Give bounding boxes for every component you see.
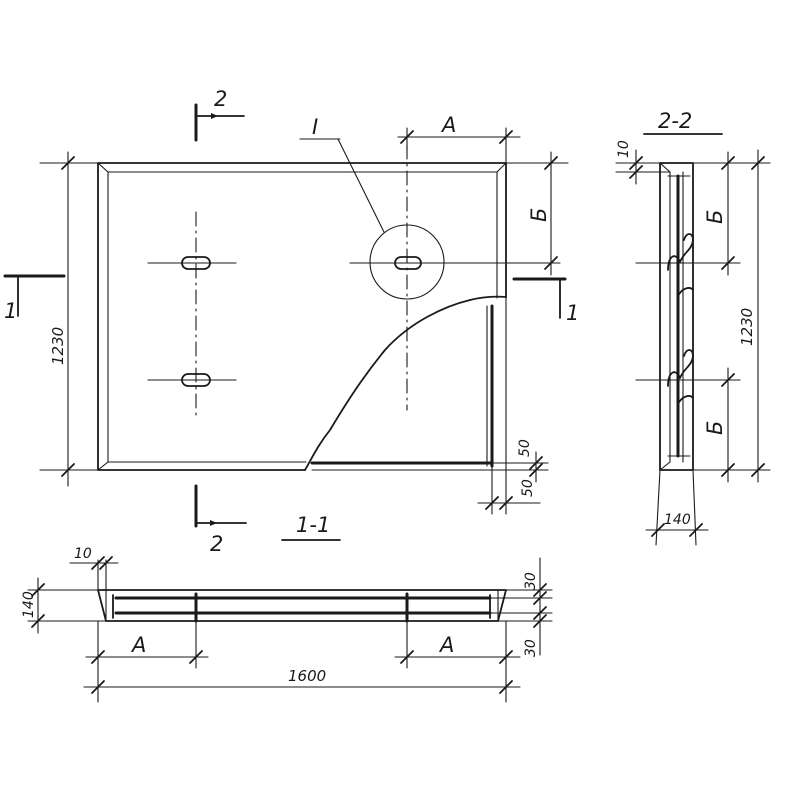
cut-2-top-label: 2 [214, 87, 227, 111]
side-140-dim: 140 [664, 512, 691, 528]
side-B-lower-dim: Б [703, 421, 727, 435]
plan-height-dim: 1230 [49, 327, 67, 365]
plan-B-dim: Б [527, 208, 551, 222]
plan-50-vertical-dim: 50 [517, 439, 533, 457]
plan-A-dim: A [440, 113, 456, 137]
lifting-loop-upper [667, 233, 694, 271]
plan-view: I [97, 115, 561, 471]
sec-1600-dim: 1600 [288, 667, 326, 685]
side-B-upper-dim: Б [703, 210, 727, 224]
section-outline [97, 589, 507, 622]
sec-A-right-dim: A [438, 633, 454, 657]
section-2-2-title: 2-2 [658, 109, 692, 133]
cut-2-bottom-label: 2 [210, 532, 223, 556]
detail-I-circle [369, 224, 445, 300]
section-mark-2: 2 2 [194, 87, 247, 556]
sec-30-bottom-dim: 30 [523, 639, 539, 657]
plan-inner-border [107, 171, 498, 463]
section-1-1-title: 1-1 [296, 513, 330, 537]
sec-10-dim: 10 [74, 546, 92, 562]
plan-50-horizontal-dim: 50 [520, 479, 536, 497]
cut-1-right-label: 1 [566, 301, 579, 325]
side-1230-dim: 1230 [738, 308, 756, 346]
cut-1-left-label: 1 [4, 299, 17, 323]
sec-A-left-dim: A [130, 633, 146, 657]
lifting-slot-lower-left [181, 373, 211, 387]
sec-30-top-dim: 30 [523, 572, 539, 590]
side-10-dim: 10 [616, 140, 632, 158]
lifting-loop-lower [667, 349, 694, 387]
plan-dimensions: 1230 A Б 50 50 [39, 113, 569, 515]
plan-outline [97, 162, 507, 471]
detail-I-label: I [312, 115, 318, 139]
section-2-2: 2-2 10 Б Б [615, 109, 771, 546]
section-1-1: 1-1 10 140 30 3 [21, 513, 553, 703]
section-mark-1: 1 1 [3, 274, 579, 325]
break-line [304, 295, 507, 471]
sec-140-dim: 140 [21, 591, 37, 618]
lifting-slot-right [394, 256, 422, 270]
lifting-slot-upper-left [181, 256, 211, 270]
